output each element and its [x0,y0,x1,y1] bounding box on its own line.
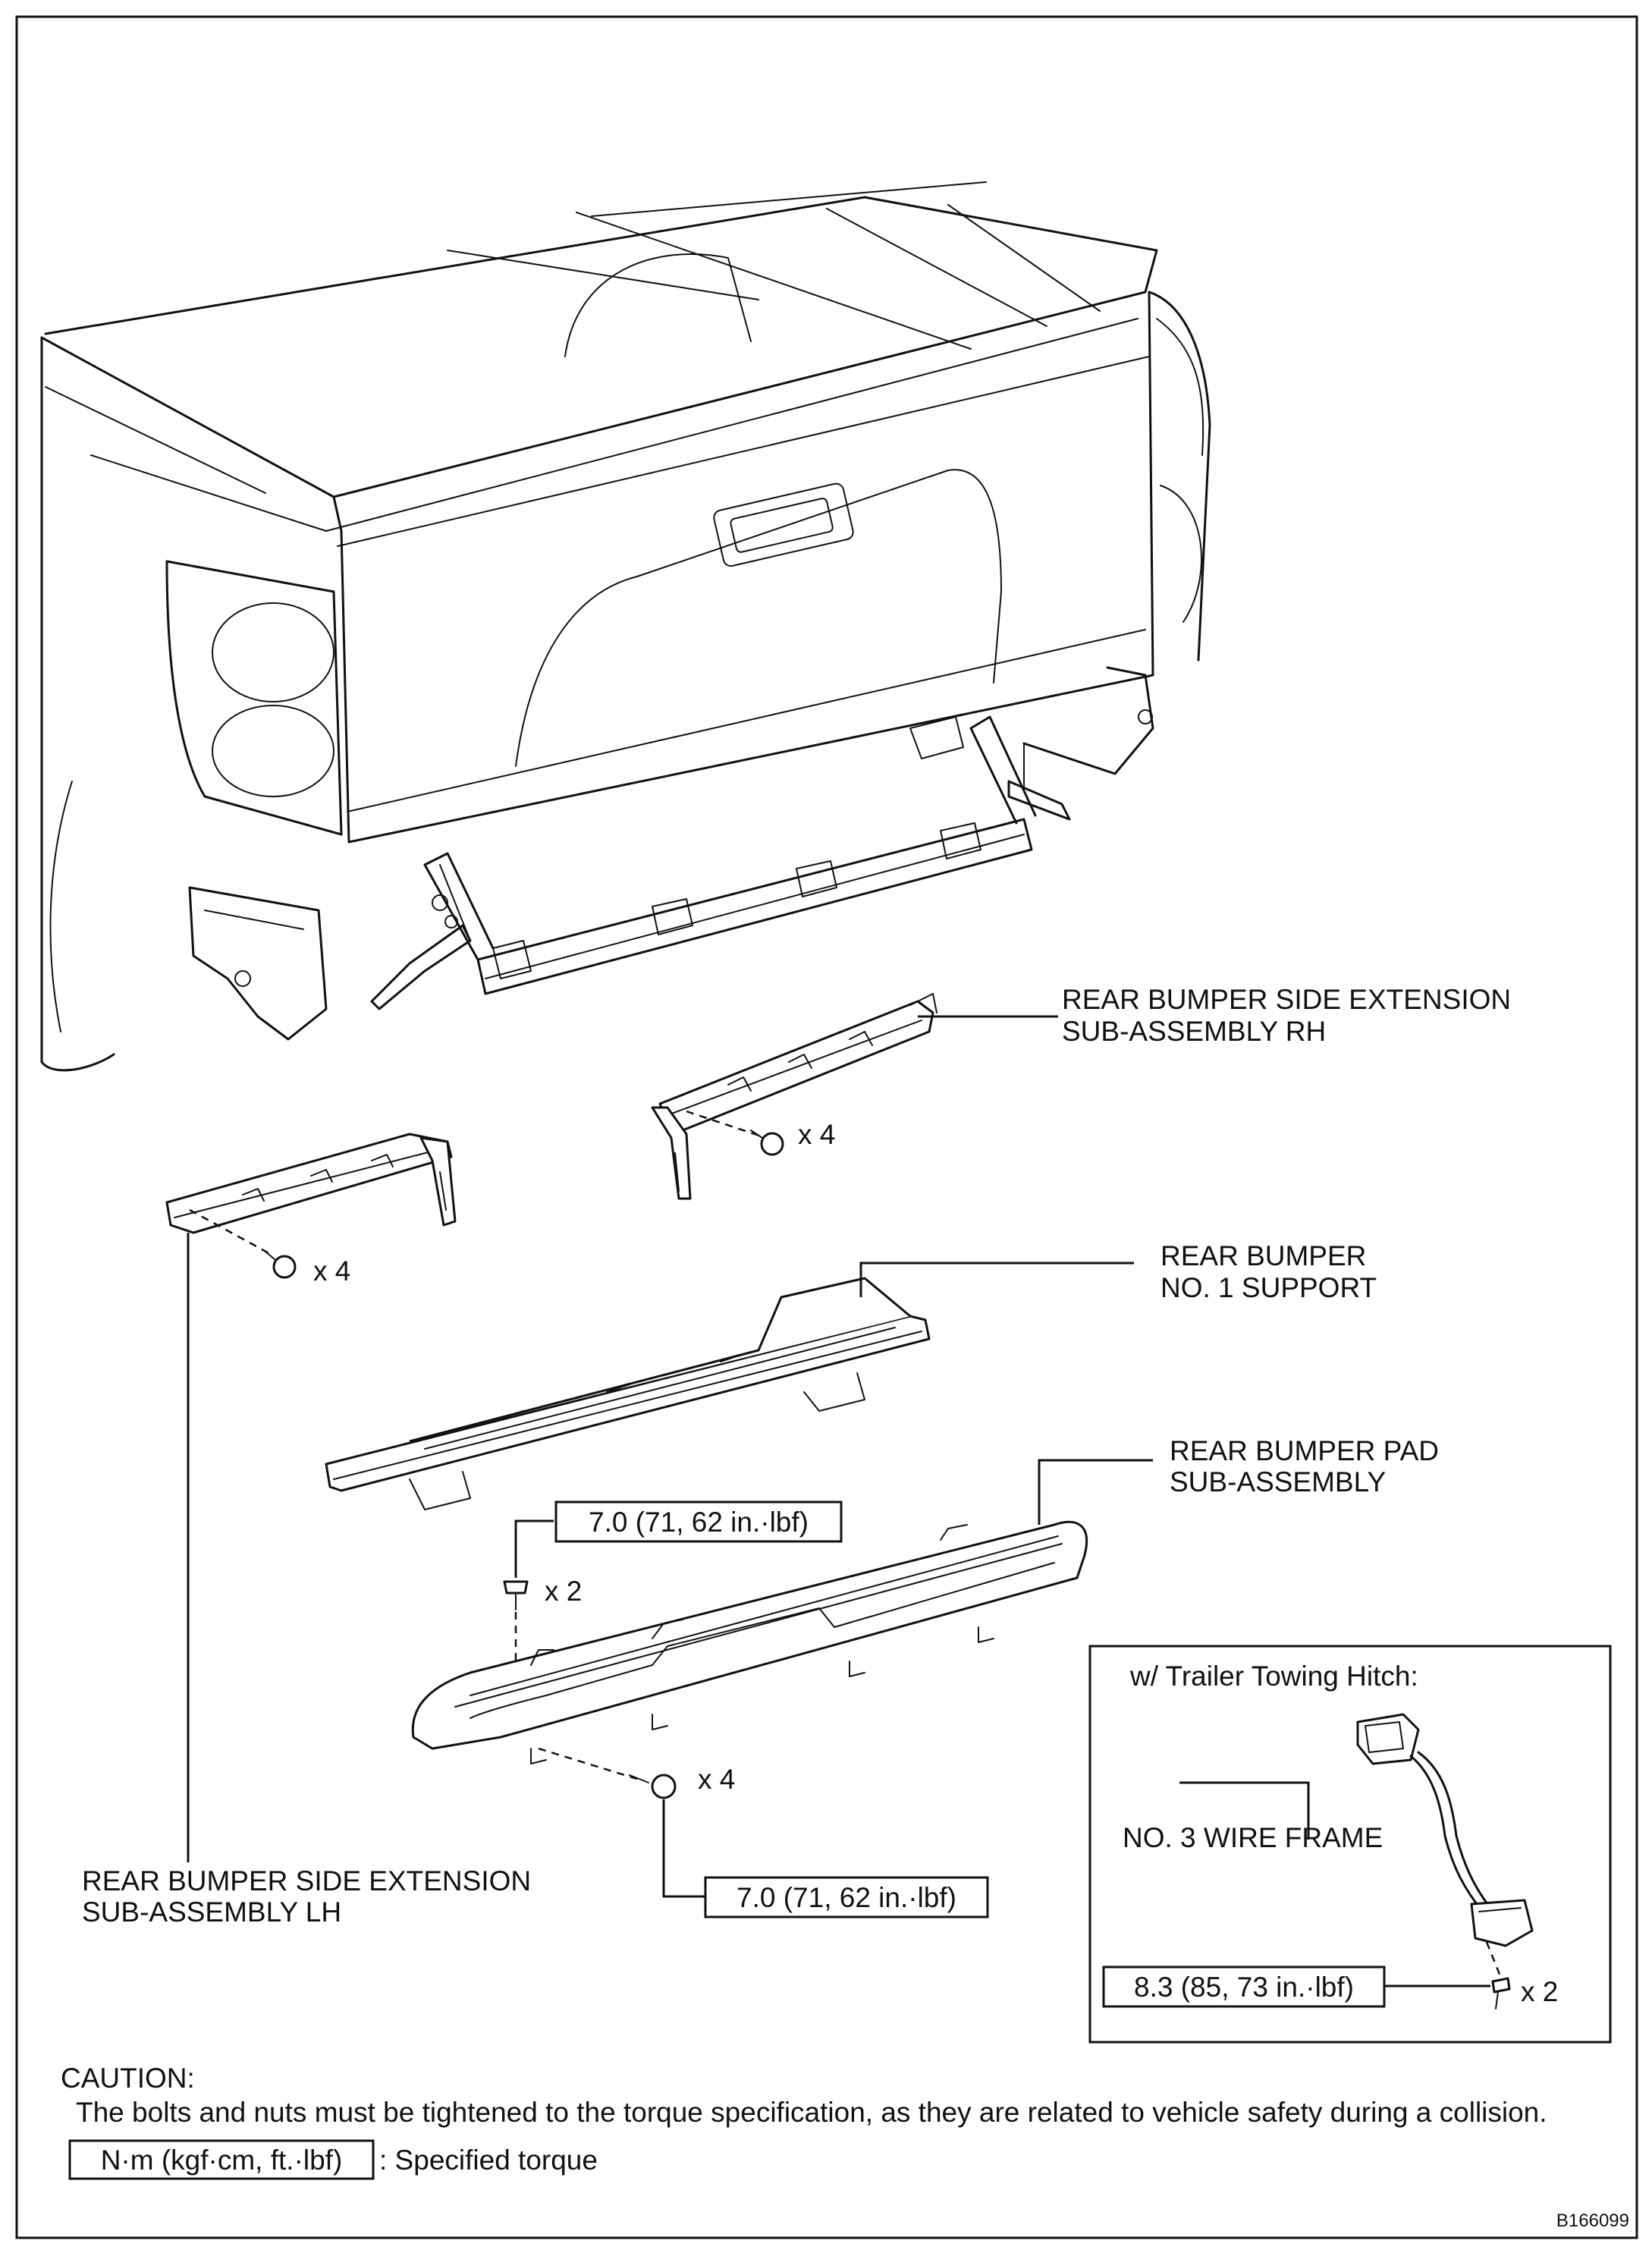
rh-extension-label-line1: REAR BUMPER SIDE EXTENSION [1062,984,1511,1015]
lh-extension-bolt-icon [265,1251,297,1279]
pad-label-line2: SUB-ASSEMBLY [1170,1466,1386,1497]
rh-extension-label-line2: SUB-ASSEMBLY RH [1062,1016,1326,1047]
leader-wire-frame [1179,1781,1310,1840]
wire-torque-box [1102,1965,1386,2008]
inset-title: w/ Trailer Towing Hitch: [1129,1661,1418,1692]
figure-id: B166099 [1556,2211,1629,2231]
pad-top-torque-value: 7.0 (71, 62 in.·lbf) [589,1507,809,1538]
rh-extension-bolt-icon [750,1130,784,1156]
wire-frame-label: NO. 3 WIRE FRAME [1123,1822,1383,1853]
support-label-line1: REAR BUMPER [1160,1240,1366,1271]
leader-support [859,1262,1134,1297]
pad-bottom-torque-box [704,1876,989,1918]
caution-heading: CAUTION: [61,2063,195,2094]
lh-bolt-qty: x 4 [313,1255,350,1287]
lh-extension-label-line2: SUB-ASSEMBLY LH [82,1896,341,1928]
pad-label-line1: REAR BUMPER PAD [1170,1435,1439,1466]
leader-pad [1038,1459,1153,1525]
leader-pad-top-torque [514,1519,554,1578]
rh-side-extension-part [651,993,937,1200]
pad-top-bolt-qty: x 2 [545,1576,582,1607]
legend-meaning: : Specified torque [379,2145,598,2176]
truck-rear-illustration [40,181,1211,1072]
diagram-frame [15,15,1638,2239]
support-label-line2: NO. 1 SUPPORT [1160,1272,1377,1303]
pad-bottom-bolt-icon [629,1774,677,1799]
trailer-hitch-inset [1088,1645,1612,2044]
wire-frame-part [1356,1713,1534,1947]
wire-bolt-qty: x 2 [1521,1976,1558,2007]
rear-bumper-pad-part [411,1520,1088,1764]
wire-frame-bolt-icon [1491,1977,1511,2009]
legend-unit: N·m (kgf·cm, ft.·lbf) [101,2145,343,2176]
rear-bumper-support-part [325,1277,931,1510]
pad-bottom-torque-value: 7.0 (71, 62 in.·lbf) [736,1882,956,1913]
wire-torque-value: 8.3 (85, 73 in.·lbf) [1134,1972,1354,2003]
caution-text: The bolts and nuts must be tightened to … [76,2097,1547,2128]
pad-top-torque-box [554,1500,843,1543]
pad-bottom-bolt-qty: x 4 [698,1764,735,1795]
lh-side-extension-part [165,1133,457,1234]
legend-unit-box [68,2139,375,2180]
leader-pad-bottom-torque [662,1799,705,1898]
lh-extension-label-line1: REAR BUMPER SIDE EXTENSION [82,1865,531,1896]
rh-bolt-qty: x 4 [798,1119,835,1150]
pad-top-bolt-icon [503,1580,529,1610]
